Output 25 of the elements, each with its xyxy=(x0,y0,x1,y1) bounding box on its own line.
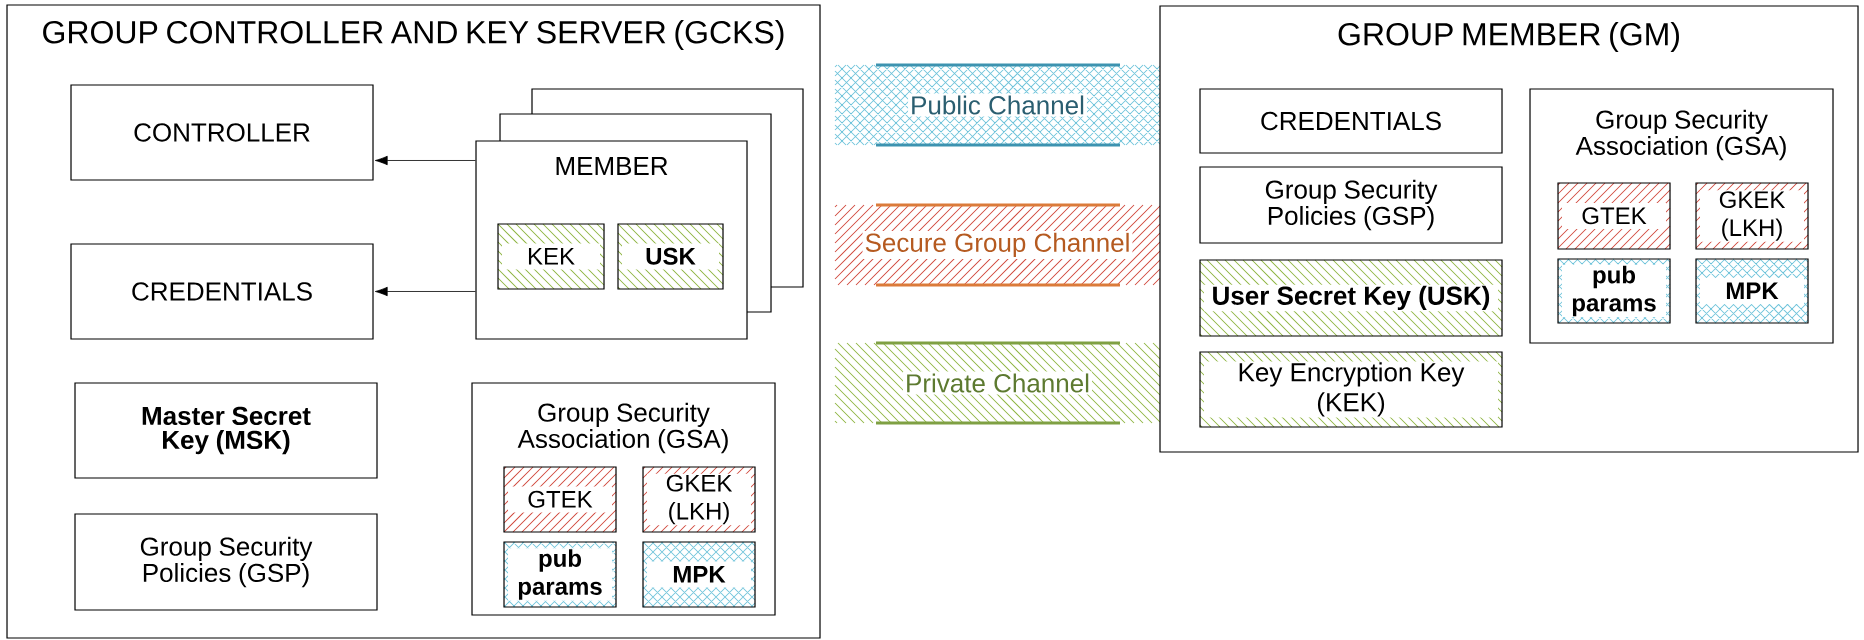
channel-band: Public Channel xyxy=(834,63,1161,147)
node-label: Private Channel xyxy=(907,373,1089,393)
key-box: USK xyxy=(617,223,724,290)
process-box: Group Security Policies (GSP) xyxy=(74,513,378,611)
process-box: CONTROLLER xyxy=(70,84,374,181)
channel-band: Secure Group Channel xyxy=(834,203,1161,287)
key-box: GTEK xyxy=(503,466,617,533)
node-label: Secure Group Channel xyxy=(865,232,1129,258)
process-box: Group Security Policies (GSP) xyxy=(1199,166,1503,244)
key-box: GKEK (LKH) xyxy=(1695,182,1809,250)
key-box: MPK xyxy=(1695,258,1809,324)
key-box: GKEK (LKH) xyxy=(642,466,756,533)
process-box: User Secret Key (USK) xyxy=(1199,259,1503,337)
process-box: Key Encryption Key (KEK) xyxy=(1199,351,1503,428)
channel-band: Private Channel xyxy=(834,341,1161,425)
key-box: pub params xyxy=(503,541,617,608)
key-box: KEK xyxy=(497,223,605,290)
arrow xyxy=(374,155,476,166)
arrow xyxy=(374,286,476,297)
process-box: Master Secret Key (MSK) xyxy=(74,382,378,479)
key-box: pub params xyxy=(1557,258,1671,324)
process-box: CREDENTIALS xyxy=(70,243,374,340)
process-box: CREDENTIALS xyxy=(1199,88,1503,154)
key-box: GTEK xyxy=(1557,182,1671,250)
key-box: MPK xyxy=(642,541,756,608)
